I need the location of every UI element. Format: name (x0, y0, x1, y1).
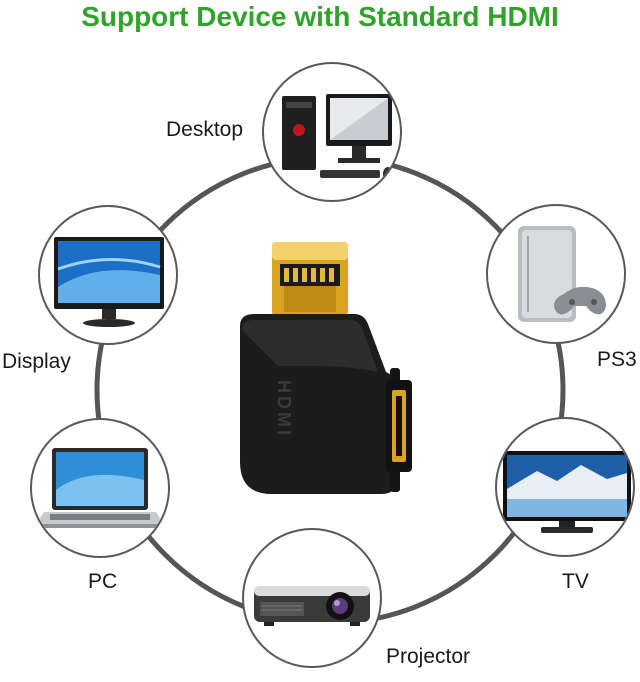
device-label-display: Display (2, 350, 71, 373)
device-circle-tv (495, 417, 635, 557)
device-circle-desktop (262, 62, 402, 202)
projector-icon (254, 586, 370, 626)
hdmi-adapter-image: HDMI (240, 242, 412, 494)
device-label-pc: PC (88, 570, 118, 593)
svg-text:HDMI: HDMI (274, 380, 294, 438)
device-label-desktop: Desktop (166, 118, 244, 141)
device-label-projector: Projector (386, 645, 471, 668)
game-console-icon (518, 226, 606, 322)
laptop-icon (36, 448, 164, 528)
tv-icon (503, 451, 631, 533)
device-label-tv: TV (562, 570, 589, 593)
device-label-ps3: PS3 (597, 348, 637, 371)
device-circle-display (38, 205, 178, 345)
device-circle-projector (242, 528, 382, 668)
device-circle-ps3 (486, 204, 626, 344)
monitor-icon (54, 237, 164, 327)
desktop-computer-icon (282, 94, 393, 181)
page-title: Support Device with Standard HDMI (81, 1, 559, 32)
device-circle-pc (30, 418, 170, 558)
